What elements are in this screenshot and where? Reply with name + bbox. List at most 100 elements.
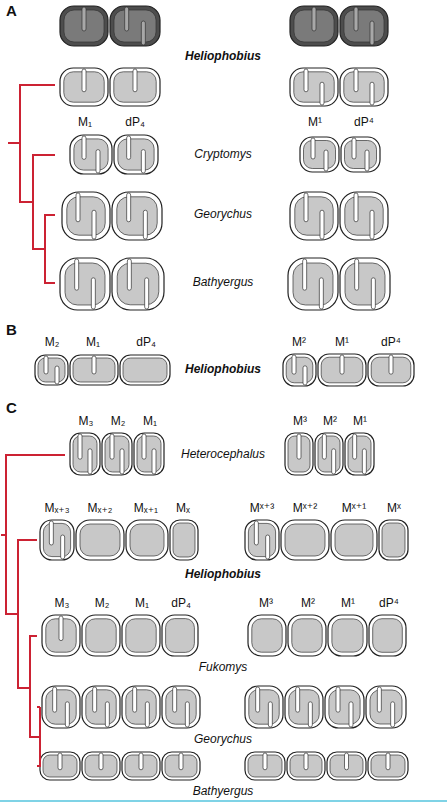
tooth-label: M₃ [55,597,70,610]
tooth-outline [283,354,316,386]
tooth-outline [42,686,80,728]
tooth-outline [40,752,80,780]
tooth-label: M₃ [79,415,94,428]
panel-letter: A [6,3,17,20]
tooth-outline [331,520,377,560]
tooth-label: Mˣ⁺³ [250,502,274,515]
tooth-label: M₁ [86,336,100,349]
taxon-name: Heliophobius [185,568,261,581]
tooth-label: M² [292,336,306,349]
taxon-name: Fukomys [199,661,248,674]
tooth-outline [379,520,408,560]
tooth-label: M₂ [111,415,126,428]
frame-line [0,800,447,802]
tooth-outline [285,433,313,475]
tooth-label: M₁ [78,116,92,129]
tree-branch [1,534,6,536]
tooth-outline [170,520,198,560]
tree-branch [45,215,55,283]
tooth-outline [126,520,168,560]
tooth-outline [300,137,339,172]
tooth-label: M₂ [45,336,60,349]
tooth-outline [340,258,390,310]
tooth-label: Mₓ₊₂ [88,502,113,515]
tooth-label: Mˣ⁺¹ [342,502,366,515]
tree-branch [37,707,40,766]
tooth-label: Mₓ [176,502,190,515]
tooth-label: M₁ [135,597,149,610]
tooth-outline [60,258,110,310]
panel-letter: B [6,322,17,339]
tree-branch [37,706,40,708]
tooth-outline [162,686,200,728]
tooth-outline [245,520,279,560]
tree-branch [20,85,55,202]
tooth-outline [325,686,364,728]
tooth-outline [40,520,74,560]
tooth-outline [60,68,108,106]
tooth-outline [281,520,329,560]
tooth-outline [42,615,80,656]
tooth-label: M³ [259,597,273,610]
tooth-outline [114,135,158,174]
tooth-outline [248,615,286,656]
tooth-label: dP⁴ [379,597,399,610]
tooth-outline [328,615,367,656]
tooth-outline [35,355,68,385]
tooth-outline [110,68,160,106]
tooth-outline [245,752,285,780]
tooth-outline [340,68,388,106]
tooth-outline [112,258,164,310]
tooth-outline [315,433,343,475]
tooth-outline [162,752,200,780]
tooth-outline [120,355,170,385]
tooth-label: M² [323,415,337,428]
tooth-label: M¹ [308,116,322,129]
tooth-label: dP⁴ [354,116,374,129]
tooth-outline [162,615,198,656]
tooth-outline [369,615,406,656]
tooth-outline [340,6,388,46]
tooth-label: dP₄ [125,116,145,129]
tooth-outline [288,258,338,310]
tooth-outline [60,6,108,46]
taxon-name: Heliophobius [185,363,261,376]
tooth-outline [287,752,325,780]
tooth-label: M¹ [353,415,367,428]
tooth-outline [290,192,338,240]
tooth-label: M¹ [335,336,349,349]
panel-letter: C [6,400,17,417]
tooth-outline [290,68,338,106]
tree-branch [8,142,20,144]
tooth-outline [245,686,283,728]
tooth-outline [341,137,380,172]
taxon-name: Bathyergus [193,276,254,289]
tooth-label: dP₄ [171,597,191,610]
tooth-outline [134,433,164,475]
tooth-outline [290,6,338,46]
tooth-outline [76,520,124,560]
tooth-label: dP⁴ [381,336,401,349]
tree-branch [18,540,37,688]
taxon-name: Heliophobius [185,50,261,63]
tree-branch [30,636,40,737]
tooth-outline [70,355,118,385]
tooth-outline [70,433,100,475]
tooth-label: M₂ [95,597,110,610]
tooth-outline [345,433,374,475]
tooth-outline [368,752,408,780]
tooth-outline [82,686,120,728]
taxon-name: Heterocephalus [181,448,265,461]
tooth-outline [288,615,326,656]
taxon-name: Georychus [194,208,252,221]
taxon-name: Cryptomys [194,148,251,161]
tooth-outline [70,135,112,174]
tooth-outline [327,752,366,780]
tooth-outline [285,686,323,728]
tooth-outline [366,686,406,728]
tooth-outline [368,354,414,386]
tooth-label: Mˣ⁺² [293,502,317,515]
tooth-outline [122,752,160,780]
